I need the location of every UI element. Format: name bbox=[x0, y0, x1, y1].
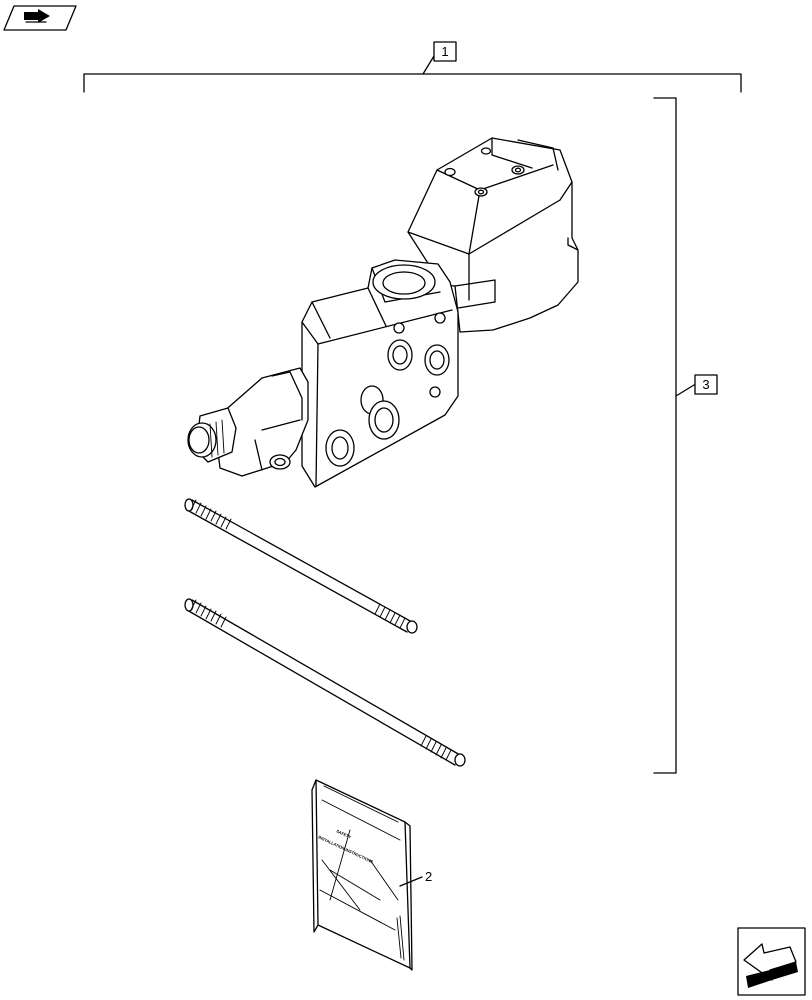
callout-2-label: 2 bbox=[425, 869, 432, 884]
instruction-manual: SAFETY INSTALLATION INSTRUCTIONS 2 bbox=[311, 779, 432, 971]
next-page-arrow-icon[interactable] bbox=[737, 927, 806, 996]
callout-3-label: 3 bbox=[702, 377, 709, 392]
manual-title-line1: SAFETY bbox=[336, 828, 353, 839]
book-open-icon[interactable] bbox=[3, 5, 77, 31]
control-valve-section bbox=[187, 137, 579, 488]
tie-rod-upper bbox=[184, 498, 418, 634]
tie-rod-lower bbox=[184, 598, 466, 767]
callout-1-label: 1 bbox=[441, 44, 448, 59]
valve-assembly-bracket: 3 bbox=[653, 97, 718, 774]
kit-bracket: 1 bbox=[83, 41, 742, 93]
